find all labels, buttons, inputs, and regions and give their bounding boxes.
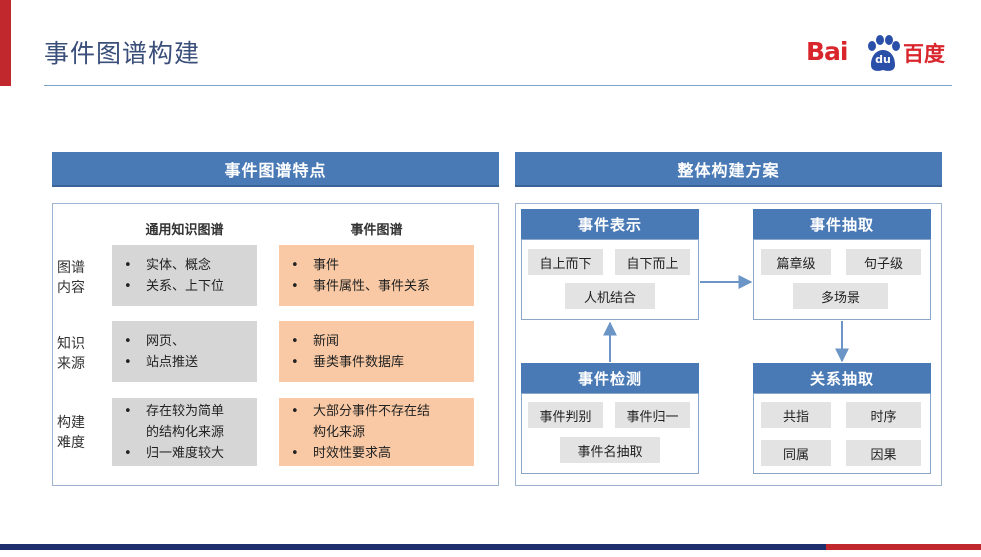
cell-general-content: •实体、概念 •关系、上下位 xyxy=(112,245,257,306)
list-item: •网页、 xyxy=(124,331,249,352)
left-accent-bar xyxy=(0,0,11,86)
cell-general-source: •网页、 •站点推送 xyxy=(112,321,257,382)
row-label-line: 构建 xyxy=(57,415,85,431)
chip-sentence-level: 句子级 xyxy=(846,249,921,275)
chip-event-normalization: 事件归一 xyxy=(615,402,690,428)
chip-bottom-up: 自下而上 xyxy=(615,249,690,275)
footer-accent xyxy=(826,544,981,550)
list-item: •事件属性、事件关系 xyxy=(291,276,466,297)
list-item-text: 归一难度较大 xyxy=(146,445,225,461)
row-label-content: 图谱内容 xyxy=(56,258,86,298)
representation-box-title: 事件表示 xyxy=(521,209,699,239)
chip-top-down: 自上而下 xyxy=(528,249,603,275)
row-label-line: 图谱 xyxy=(57,260,85,276)
list-item: •站点推送 xyxy=(124,352,249,373)
detection-box-title: 事件检测 xyxy=(521,363,699,393)
list-item-text: 大部分事件不存在结 构化来源 xyxy=(313,403,431,440)
row-label-line: 来源 xyxy=(57,356,85,372)
list-item: •事件 xyxy=(291,255,466,276)
row-label-line: 知识 xyxy=(57,336,85,352)
list-item: •新闻 xyxy=(291,331,466,352)
row-label-line: 难度 xyxy=(57,435,85,451)
chip-coreference: 共指 xyxy=(761,402,831,428)
chip-multi-scenario: 多场景 xyxy=(793,283,888,309)
list-item-text: 网页、 xyxy=(146,333,186,349)
list-item-text: 存在较为简单 的结构化来源 xyxy=(146,403,225,440)
list-item: •时效性要求高 xyxy=(291,443,466,464)
right-section-header: 整体构建方案 xyxy=(515,152,942,187)
left-section-header: 事件图谱特点 xyxy=(52,152,499,187)
row-label-difficulty: 构建难度 xyxy=(56,413,86,453)
logo-text-cn: 百度 xyxy=(903,42,945,66)
list-item-text: 时效性要求高 xyxy=(313,445,392,461)
column-header-general: 通用知识图谱 xyxy=(145,223,224,238)
list-item: •实体、概念 xyxy=(124,255,249,276)
chip-causal: 因果 xyxy=(846,440,921,466)
title-divider xyxy=(44,85,952,86)
row-label-line: 内容 xyxy=(57,280,85,296)
footer-bar xyxy=(0,544,981,550)
chip-event-judgment: 事件判别 xyxy=(528,402,603,428)
list-item: •归一难度较大 xyxy=(124,443,249,464)
list-item-text: 新闻 xyxy=(313,333,340,349)
slide-title: 事件图谱构建 xyxy=(44,39,201,68)
logo-text-latin: Bai xyxy=(806,37,848,66)
list-item-text: 事件 xyxy=(313,257,340,273)
chip-temporal: 时序 xyxy=(846,402,921,428)
chip-event-name-extraction: 事件名抽取 xyxy=(560,437,660,463)
relation-box-title: 关系抽取 xyxy=(753,363,931,393)
list-item-text: 垂类事件数据库 xyxy=(313,354,405,370)
column-header-event: 事件图谱 xyxy=(350,223,403,238)
list-item-text: 关系、上下位 xyxy=(146,278,225,294)
extraction-box-title: 事件抽取 xyxy=(753,209,931,239)
list-item: •关系、上下位 xyxy=(124,276,249,297)
chip-same-category: 同属 xyxy=(761,440,831,466)
paw-icon xyxy=(868,35,900,71)
cell-general-difficulty: •存在较为简单 的结构化来源 •归一难度较大 xyxy=(112,398,257,466)
chip-document-level: 篇章级 xyxy=(761,249,831,275)
baidu-logo: Bai du 百度 xyxy=(806,31,966,75)
row-label-source: 知识来源 xyxy=(56,334,86,374)
list-item-text: 站点推送 xyxy=(146,354,199,370)
list-item-text: 实体、概念 xyxy=(146,257,212,273)
list-item: •大部分事件不存在结 构化来源 xyxy=(291,401,466,443)
list-item: •存在较为简单 的结构化来源 xyxy=(124,401,249,443)
cell-event-content: •事件 •事件属性、事件关系 xyxy=(279,245,474,306)
list-item-text: 事件属性、事件关系 xyxy=(313,278,431,294)
list-item: •垂类事件数据库 xyxy=(291,352,466,373)
cell-event-source: •新闻 •垂类事件数据库 xyxy=(279,321,474,382)
chip-human-machine: 人机结合 xyxy=(565,283,655,309)
cell-event-difficulty: •大部分事件不存在结 构化来源 •时效性要求高 xyxy=(279,398,474,466)
logo-text-badge: du xyxy=(875,53,891,66)
